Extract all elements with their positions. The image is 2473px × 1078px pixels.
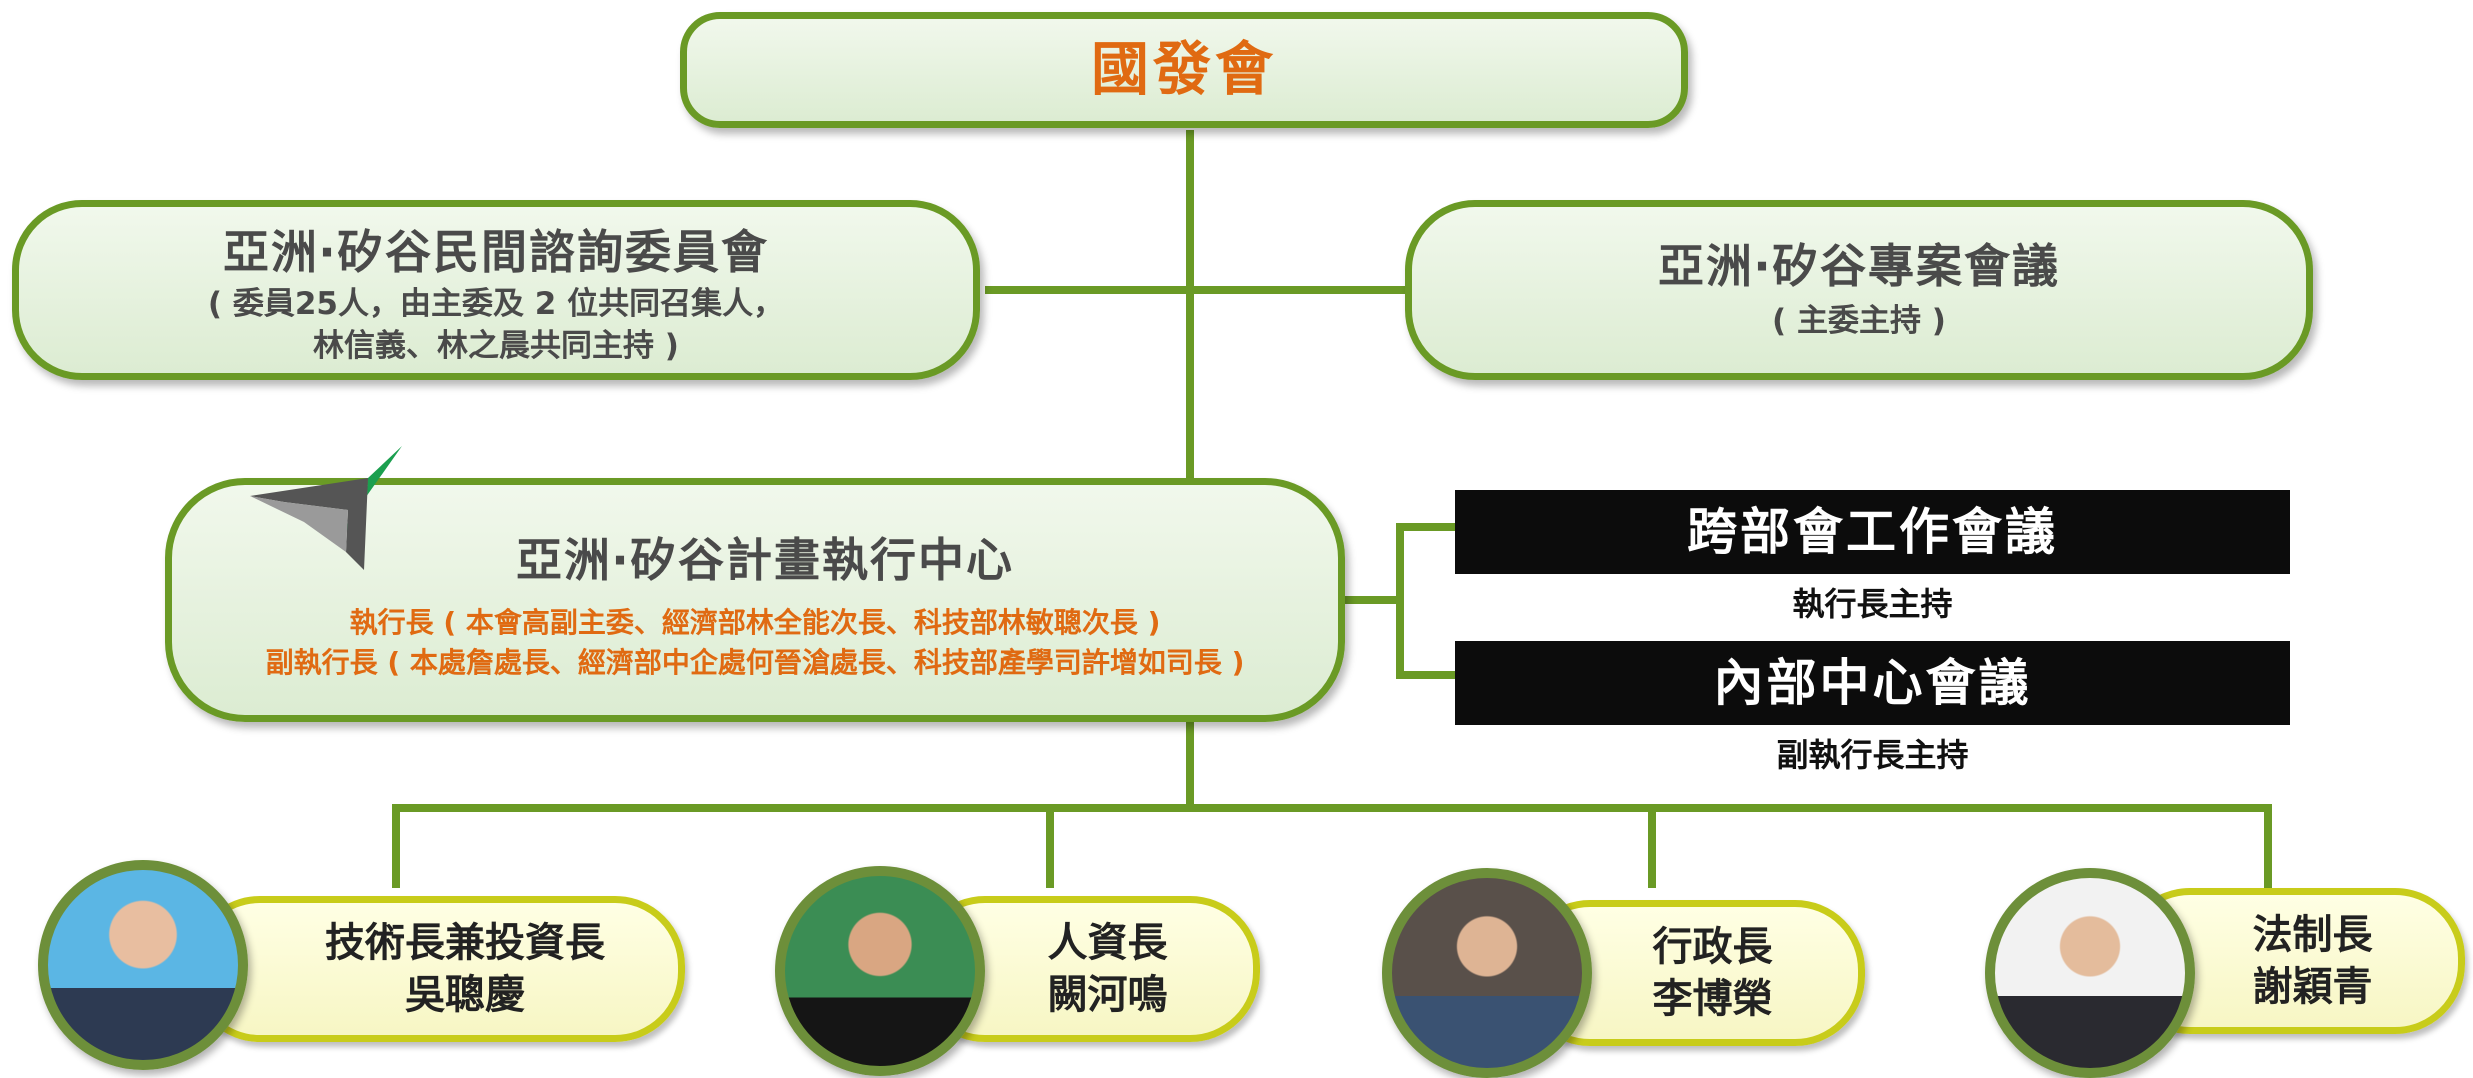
advisory-line-1: ( 委員25人，由主委及 2 位共同召集人， xyxy=(207,286,785,322)
ndc-box: 國發會 xyxy=(680,12,1688,128)
internal-meeting-title: 內部中心會議 xyxy=(1713,654,2032,712)
officer-role: 法制長 xyxy=(2252,912,2373,958)
internal-meeting-note: 副執行長主持 xyxy=(1776,736,1969,774)
officer-photo-1 xyxy=(38,860,248,1070)
cross-ministry-meeting-bar: 跨部會工作會議 xyxy=(1455,490,2290,574)
officer-role: 人資長 xyxy=(1047,920,1168,966)
officer-name: 吳聰慶 xyxy=(405,972,525,1018)
internal-meeting-bar: 內部中心會議 xyxy=(1455,641,2290,725)
officer-photo-4 xyxy=(1985,868,2195,1078)
deputy-line: 副執行長 ( 本處詹處長、經濟部中企處何晉滄處長、科技部產學司許增如司長 ) xyxy=(265,646,1245,679)
officer-role: 行政長 xyxy=(1652,924,1773,970)
exec-center-title: 亞洲‧矽谷計畫執行中心 xyxy=(515,533,1014,587)
ceo-line: 執行長 ( 本會高副主委、經濟部林全能次長、科技部林敏聰次長 ) xyxy=(349,606,1161,639)
advisory-committee-box: 亞洲‧矽谷民間諮詢委員會 ( 委員25人，由主委及 2 位共同召集人， 林信義、… xyxy=(12,200,980,380)
cross-ministry-meeting-note: 執行長主持 xyxy=(1792,585,1953,623)
officer-role: 技術長兼投資長 xyxy=(325,920,605,966)
cross-ministry-meeting-title: 跨部會工作會議 xyxy=(1687,503,2058,561)
project-meeting-box: 亞洲‧矽谷專案會議 ( 主委主持 ) xyxy=(1405,200,2313,380)
officer-name: 李博榮 xyxy=(1652,976,1773,1022)
advisory-line-2: 林信義、林之晨共同主持 ) xyxy=(313,328,679,364)
project-meeting-title: 亞洲‧矽谷專案會議 xyxy=(1657,239,2060,293)
officer-photo-2 xyxy=(775,866,985,1076)
project-meeting-note: ( 主委主持 ) xyxy=(1772,303,1946,339)
officer-name: 謝穎青 xyxy=(2252,964,2373,1010)
ndc-title: 國發會 xyxy=(1090,35,1277,103)
officer-name: 闕河鳴 xyxy=(1047,972,1168,1018)
advisory-title: 亞洲‧矽谷民間諮詢委員會 xyxy=(222,225,769,279)
officer-photo-3 xyxy=(1382,868,1592,1078)
triangle-logo-icon xyxy=(250,446,402,570)
officer-card-cto: 技術長兼投資長 吳聰慶 xyxy=(190,896,685,1042)
